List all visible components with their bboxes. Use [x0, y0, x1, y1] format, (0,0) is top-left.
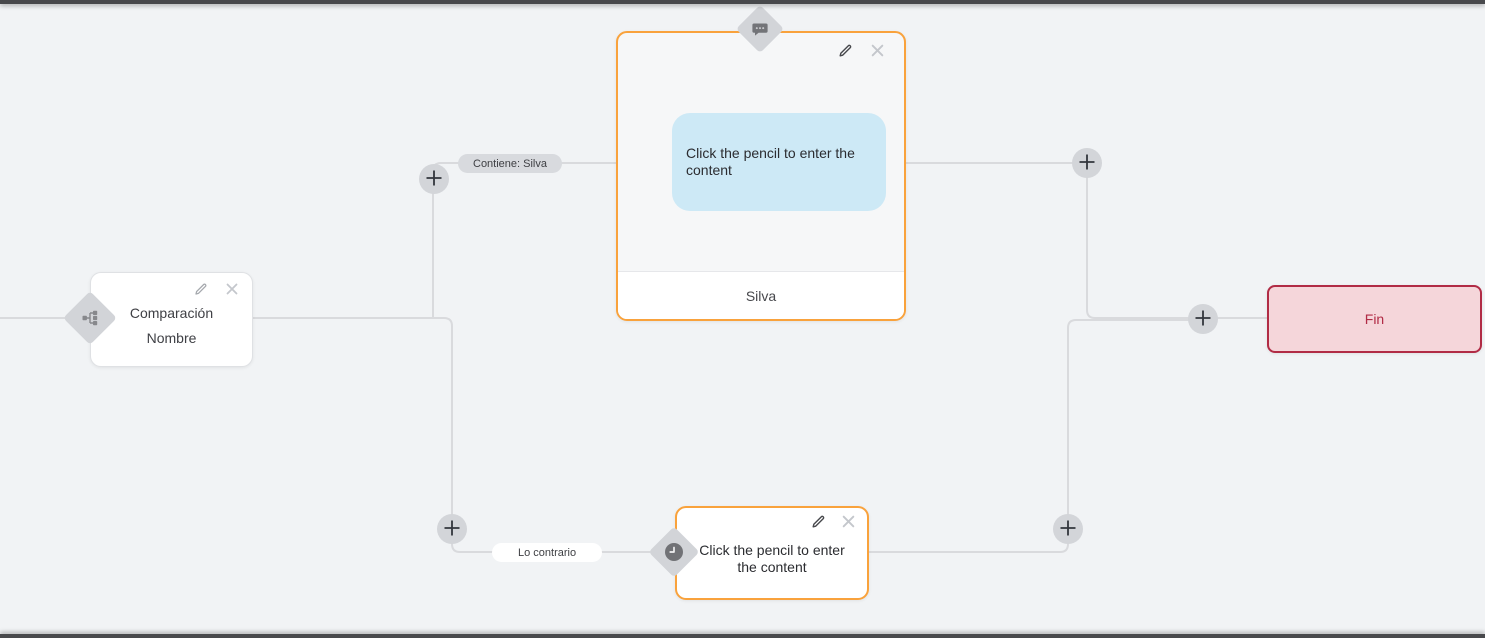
pencil-icon	[810, 513, 827, 533]
delay-placeholder: Click the pencil to enter the content	[699, 542, 845, 575]
add-node-button-after-delay[interactable]	[1053, 514, 1083, 544]
message-node[interactable]: Click the pencil to enter the content Si…	[616, 31, 906, 321]
condition-node-port[interactable]	[63, 291, 117, 345]
delete-message-button[interactable]	[869, 43, 886, 60]
top-toolbar-edge	[0, 0, 1485, 4]
delay-node[interactable]: Click the pencil to enter the content	[675, 506, 869, 600]
close-icon	[225, 282, 239, 299]
condition-subtitle: Nombre	[146, 330, 197, 346]
bottom-toolbar-edge	[0, 634, 1485, 638]
delete-delay-button[interactable]	[840, 514, 857, 531]
plus-icon	[443, 519, 461, 540]
add-node-button-after-message[interactable]	[1072, 148, 1102, 178]
pencil-icon	[837, 42, 854, 62]
condition-node[interactable]: Comparación Nombre	[90, 272, 253, 367]
message-placeholder-text: Click the pencil to enter the content	[686, 145, 855, 178]
branch-label-otherwise: Lo contrario	[492, 543, 603, 562]
add-node-button-before-end[interactable]	[1188, 304, 1218, 334]
close-icon	[870, 43, 885, 61]
plus-icon	[1078, 153, 1096, 174]
delay-node-port[interactable]	[648, 526, 700, 578]
message-bubble: Click the pencil to enter the content	[672, 113, 886, 211]
add-node-button-branch-top[interactable]	[419, 164, 449, 194]
end-node-label: Fin	[1364, 311, 1385, 327]
condition-title: Comparación	[129, 305, 214, 321]
plus-icon	[1059, 519, 1077, 540]
edit-delay-button[interactable]	[810, 514, 827, 531]
pencil-icon	[193, 281, 209, 300]
sitemap-icon	[81, 309, 99, 327]
clock-icon	[663, 541, 685, 563]
add-node-button-branch-bottom[interactable]	[437, 514, 467, 544]
branch-label-contains: Contiene: Silva	[458, 154, 562, 173]
edit-message-button[interactable]	[837, 43, 854, 60]
close-icon	[841, 514, 856, 532]
delete-condition-button[interactable]	[223, 282, 240, 299]
chat-bubble-icon	[750, 19, 770, 39]
message-node-port[interactable]	[735, 4, 785, 54]
end-node[interactable]: Fin	[1267, 285, 1482, 353]
message-option-label: Silva	[745, 287, 777, 304]
plus-icon	[1194, 309, 1212, 330]
edit-condition-button[interactable]	[192, 282, 209, 299]
plus-icon	[425, 169, 443, 190]
message-option-footer: Silva	[618, 271, 904, 319]
